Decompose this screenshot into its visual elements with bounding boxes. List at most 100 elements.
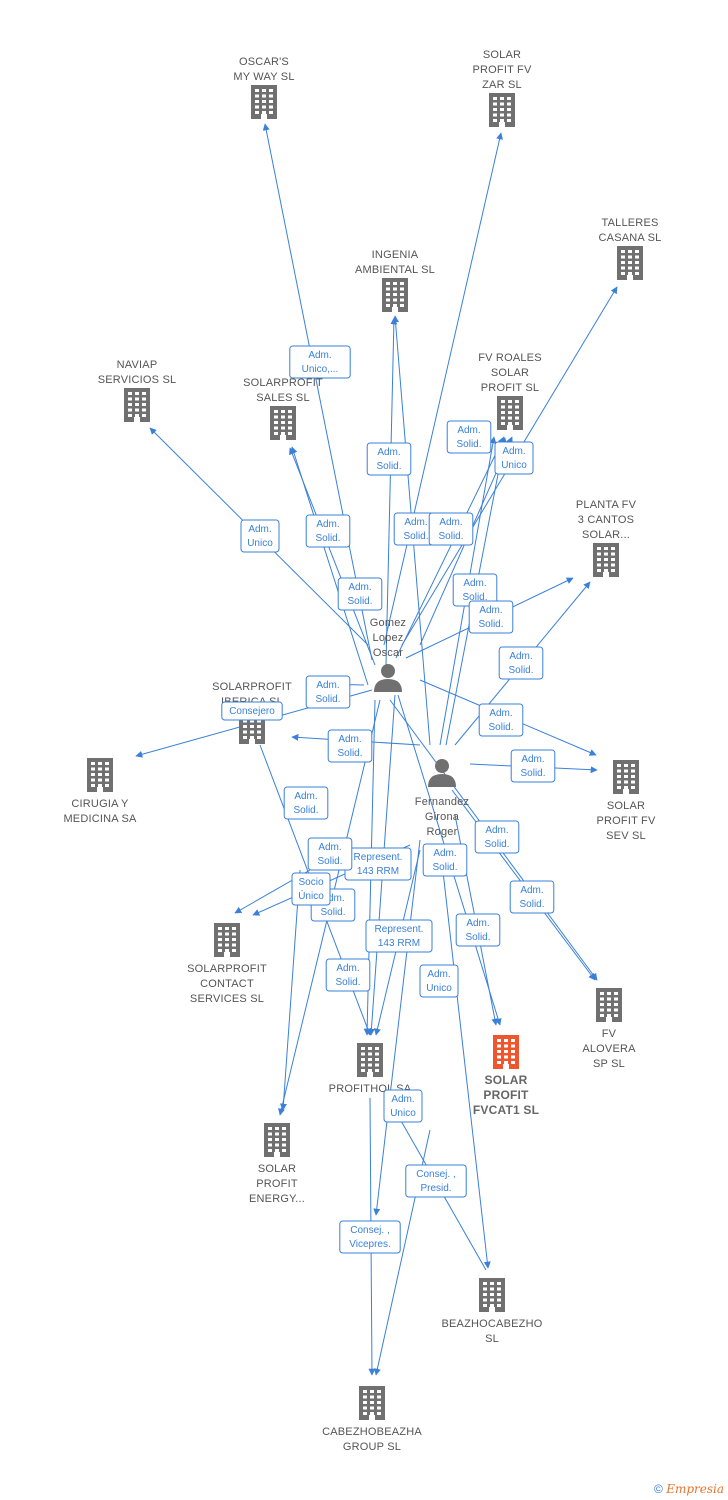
- node-label-line: SOLAR: [258, 1163, 296, 1175]
- copyright-icon: ©: [654, 1482, 663, 1496]
- node-sp_sales[interactable]: SOLARPROFIT SALES SL: [243, 377, 323, 440]
- building-icon: [87, 758, 113, 792]
- relation-label: Adm.Solid.: [509, 880, 555, 914]
- node-label-line: PROFIT: [483, 1088, 529, 1102]
- node-label-line: FV ROALES: [478, 352, 542, 364]
- relation-label: Represent.143 RRM: [344, 847, 412, 881]
- relation-label-line: Solid.: [337, 748, 362, 759]
- node-label-line: SOLARPROFIT: [243, 377, 323, 389]
- relation-label: Adm.Unico,...: [289, 345, 351, 379]
- node-label-line: ZAR SL: [482, 79, 522, 91]
- relation-label-line: Solid.: [376, 461, 401, 472]
- relation-label-line: Solid.: [438, 531, 463, 542]
- node-label-line: SOLARPROFIT: [187, 963, 267, 975]
- relation-label-line: Adm.: [391, 1094, 414, 1105]
- relation-label: Adm. Solid.: [283, 786, 329, 820]
- node-label-line: SALES SL: [256, 392, 310, 404]
- relation-label-line: Adm.: [479, 605, 502, 616]
- relation-label-line: Solid.: [293, 805, 318, 816]
- relation-label-line: Adm.: [336, 963, 359, 974]
- relation-label-line: Adm.: [466, 918, 489, 929]
- relation-label-line: Solid.: [317, 856, 342, 867]
- relation-label-line: Solid.: [462, 592, 487, 603]
- relation-label: Adm.Solid.: [478, 703, 524, 737]
- relation-label-line: Solid.: [520, 768, 545, 779]
- node-label-line: 3 CANTOS: [578, 514, 634, 526]
- relation-label: Adm.Solid.: [468, 600, 514, 634]
- relation-label-line: Adm.: [509, 651, 532, 662]
- relation-label: Adm. Solid.: [446, 420, 492, 454]
- person-icon: [374, 664, 402, 692]
- relation-label: Adm.Unico: [419, 964, 459, 998]
- node-label-line: FV: [602, 1028, 617, 1040]
- relation-label-line: Adm.: [348, 582, 371, 593]
- node-sp_energy[interactable]: SOLARPROFITENERGY...: [249, 1123, 305, 1205]
- relation-label-line: Solid.: [508, 665, 533, 676]
- building-icon: [613, 760, 639, 794]
- relation-label-line: Adm.: [457, 425, 480, 436]
- relation-label-line: Solid.: [347, 596, 372, 607]
- relation-label: Adm. Solid.: [337, 577, 383, 611]
- relation-label-line: Adm.: [439, 517, 462, 528]
- building-icon: [617, 246, 643, 280]
- building-icon: [596, 988, 622, 1022]
- relation-label-line: Único: [298, 889, 324, 902]
- relation-label-line: Adm.: [377, 447, 400, 458]
- building-icon: [497, 396, 523, 430]
- edge-7: [395, 436, 505, 659]
- relation-label-line: Represent.: [354, 852, 403, 863]
- node-label-line: PLANTA FV: [576, 499, 637, 511]
- relation-label: Consejero: [221, 701, 283, 721]
- relation-label-line: 143 RRM: [378, 938, 420, 949]
- relation-label-line: Solid.: [432, 862, 457, 873]
- node-label-line: BEAZHOCABEZHO: [441, 1318, 542, 1330]
- relation-label-line: Adm.: [294, 791, 317, 802]
- building-icon: [357, 1043, 383, 1077]
- edge-2: [385, 317, 398, 666]
- relation-label-line: Adm.: [485, 825, 508, 836]
- relation-label: Adm. Solid.: [327, 729, 373, 763]
- node-profithol[interactable]: PROFITHOL SA: [329, 1043, 412, 1095]
- brand-logo[interactable]: Empresia: [666, 1482, 724, 1496]
- relation-label-line: Solid.: [456, 439, 481, 450]
- node-label-line: PROFIT: [256, 1178, 298, 1190]
- node-label-line: CASANA SL: [599, 232, 662, 244]
- node-label-line: SOLAR: [483, 49, 521, 61]
- relation-label-line: Vicepres.: [349, 1239, 391, 1250]
- relation-label-line: Consejero: [229, 706, 275, 717]
- relation-label-line: Solid.: [519, 899, 544, 910]
- node-label-line: FVCAT1 SL: [473, 1103, 539, 1117]
- relation-label-line: Adm.: [321, 893, 344, 904]
- node-label-line: TALLERES: [601, 217, 658, 229]
- node-oscars[interactable]: OSCAR'SMY WAY SL: [233, 56, 294, 119]
- relation-label-line: Adm.: [338, 734, 361, 745]
- relation-label-line: Adm.: [318, 842, 341, 853]
- building-icon: [214, 923, 240, 957]
- node-label-line: CABEZHOBEAZHA: [322, 1426, 422, 1438]
- relation-label: Adm.Solid.: [305, 514, 351, 548]
- node-label-line: ALOVERA: [582, 1043, 636, 1055]
- node-talleres[interactable]: TALLERES CASANA SL: [599, 217, 662, 280]
- relation-label: Adm.Solid.: [510, 749, 556, 783]
- relation-label-line: Adm.: [248, 524, 271, 535]
- node-label-line: SOLAR: [485, 1073, 528, 1087]
- building-icon: [251, 85, 277, 119]
- relation-label-line: Solid.: [484, 839, 509, 850]
- relation-label-line: Unico: [501, 460, 527, 471]
- node-label-line: PROFIT SL: [481, 382, 539, 394]
- node-planta[interactable]: PLANTA FV3 CANTOSSOLAR...: [576, 499, 637, 577]
